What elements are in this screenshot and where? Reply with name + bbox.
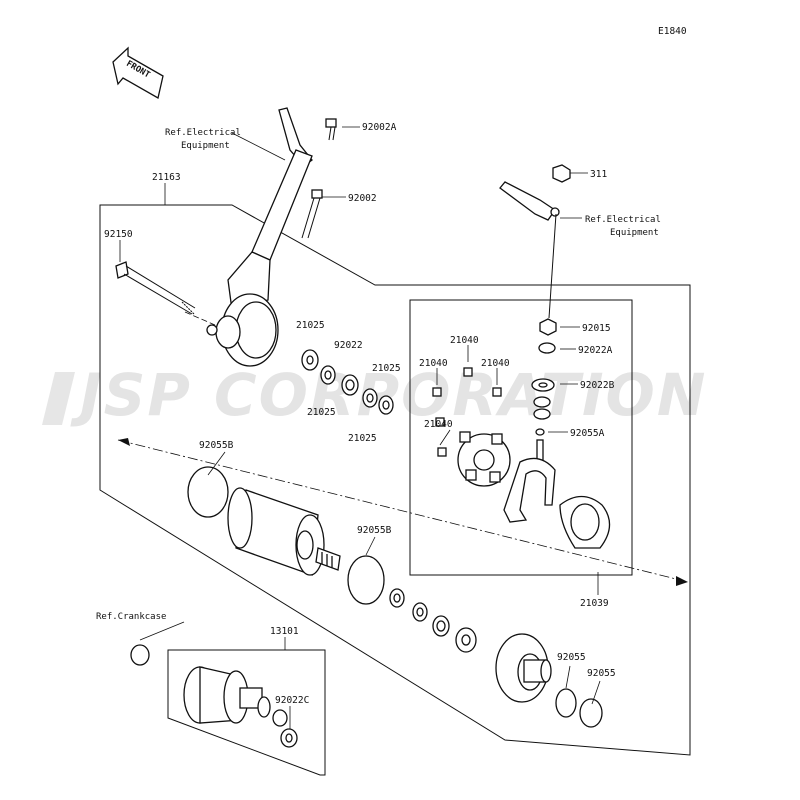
- label-92022C: 92022C: [275, 695, 309, 706]
- brush-plate: [457, 431, 511, 487]
- motor-body: [227, 487, 341, 576]
- label-21039: 21039: [580, 598, 609, 609]
- ref-crankcase: Ref.Crankcase: [96, 612, 166, 622]
- ref-electrical-left-line2: Equipment: [181, 141, 230, 151]
- label-21040-a: 21040: [450, 335, 479, 346]
- ref-electrical-right-line2: Equipment: [610, 228, 659, 238]
- electrical-cable-right: [499, 181, 560, 221]
- rear-housing-21163: [206, 149, 313, 367]
- watermark: JSP CORPORATION: [42, 361, 707, 429]
- label-92002: 92002: [348, 193, 377, 204]
- terminal-stud: [548, 213, 557, 319]
- brush-holder-frame: [409, 299, 633, 576]
- label-311: 311: [590, 169, 607, 180]
- brushes-21040: [432, 367, 502, 457]
- leader-lines: [119, 126, 601, 730]
- bolt-92002: [301, 189, 323, 239]
- o-ring-92055-a: [555, 688, 577, 718]
- label-13101: 13101: [270, 626, 299, 637]
- label-92055-a: 92055: [557, 652, 586, 663]
- alignment-lines: [117, 311, 688, 586]
- terminal-stack: [531, 318, 557, 467]
- bolt-92002A: [325, 118, 337, 141]
- label-21025-b: 21025: [307, 407, 336, 418]
- label-92022: 92022: [334, 340, 363, 351]
- label-92150: 92150: [104, 229, 133, 240]
- end-cap-ring: [559, 495, 611, 549]
- label-92055B-b: 92055B: [357, 525, 392, 536]
- washers-21025-92022: [301, 349, 394, 415]
- nut-311: [552, 164, 571, 183]
- o-ring-92055B-left: [187, 466, 229, 518]
- watermark-text: JSP CORPORATION: [70, 361, 707, 429]
- figure-code: E1840: [658, 26, 687, 37]
- label-92022A: 92022A: [578, 345, 613, 356]
- label-92002A: 92002A: [362, 122, 397, 133]
- o-ring-92055-b: [579, 698, 603, 728]
- o-ring-92055B-right: [347, 555, 385, 605]
- label-92055A: 92055A: [570, 428, 605, 439]
- pinion-frame: [167, 649, 326, 776]
- label-92022B: 92022B: [580, 380, 615, 391]
- washers-lower: [389, 588, 477, 653]
- label-21025-c: 21025: [372, 363, 401, 374]
- label-92055B-a: 92055B: [199, 440, 234, 451]
- label-21025-a: 21025: [296, 320, 325, 331]
- ref-electrical-right-line1: Ref.Electrical: [585, 215, 661, 225]
- label-21040-d: 21040: [424, 419, 453, 430]
- label-21040-c: 21040: [481, 358, 510, 369]
- label-92015: 92015: [582, 323, 611, 334]
- pinion-assembly-13101: [130, 644, 298, 748]
- ref-electrical-left-line1: Ref.Electrical: [165, 128, 241, 138]
- ref-electrical-left: Ref.Electrical Equipment: [165, 128, 241, 151]
- label-21025-d: 21025: [348, 433, 377, 444]
- through-bolt-92150: [115, 261, 196, 315]
- front-arrow-icon: FRONT: [112, 46, 164, 99]
- electrical-cable-left: [278, 107, 313, 167]
- assembly-outline: [99, 204, 691, 756]
- label-21163: 21163: [152, 172, 181, 183]
- terminal-bracket: [503, 457, 556, 523]
- label-92055-b: 92055: [587, 668, 616, 679]
- front-cover: [495, 633, 552, 703]
- ref-electrical-right: Ref.Electrical Equipment: [585, 215, 661, 238]
- label-21040-b: 21040: [419, 358, 448, 369]
